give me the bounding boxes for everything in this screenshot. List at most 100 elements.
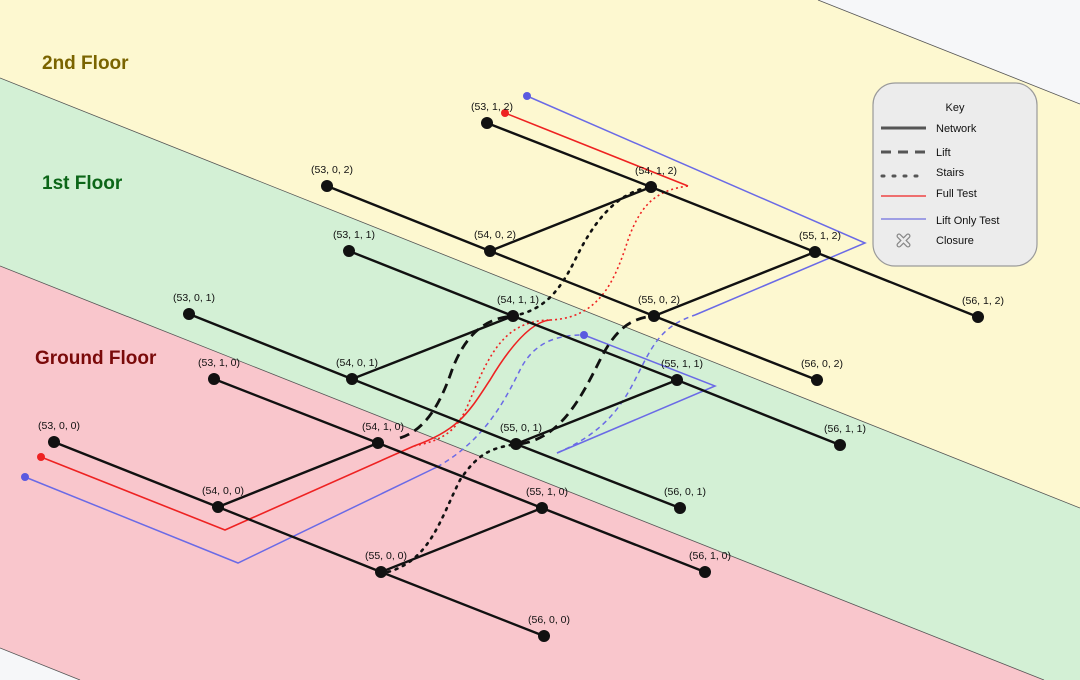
node-label: (54, 0, 1)	[336, 357, 378, 369]
floor-edge	[0, 647, 81, 680]
network-edge	[514, 442, 682, 510]
network-edge	[485, 121, 653, 189]
network-node	[811, 374, 823, 386]
lift-connection	[399, 314, 514, 440]
full-test-route	[40, 112, 689, 531]
network-node	[645, 181, 657, 193]
network-edge	[813, 250, 980, 319]
network-node	[343, 245, 355, 257]
network-edge	[187, 312, 354, 381]
lift-connections	[399, 314, 655, 446]
network-edge	[325, 184, 492, 253]
node-label: (56, 0, 0)	[528, 614, 570, 626]
key-title: Key	[946, 102, 965, 114]
network-node	[183, 308, 195, 320]
network-node	[699, 566, 711, 578]
node-label: (56, 1, 0)	[689, 550, 731, 562]
floor-label-ground: Ground Floor	[35, 348, 157, 369]
network-edge	[649, 185, 817, 254]
floor-label-1st: 1st Floor	[42, 173, 123, 194]
full-test-line	[413, 319, 551, 447]
full-test-start-marker	[37, 453, 45, 461]
network-node	[321, 180, 333, 192]
lift-only-test-line	[436, 334, 585, 468]
network-edge	[675, 378, 842, 447]
network-edge	[52, 440, 220, 509]
closure-x-icon-inner	[897, 234, 910, 247]
network-node	[375, 566, 387, 578]
node-label: (53, 1, 1)	[333, 229, 375, 241]
network-edge	[216, 441, 380, 509]
key-item-stairs: Stairs	[936, 167, 965, 179]
network-node	[671, 374, 683, 386]
network-node	[507, 310, 519, 322]
full-test-line	[40, 445, 415, 531]
key-item-lift: Lift	[936, 147, 951, 159]
network-edge	[511, 314, 679, 382]
network-edge	[652, 314, 819, 382]
full-test-line	[413, 319, 549, 447]
network-edge	[379, 570, 546, 638]
lift-only-test-line	[556, 334, 717, 454]
network-node	[212, 501, 224, 513]
floor-edge	[817, 0, 1080, 105]
full-test-end-marker	[501, 109, 509, 117]
node-label: (54, 1, 0)	[362, 421, 404, 433]
key-item-network: Network	[936, 123, 977, 135]
lift-only-test-line	[526, 95, 867, 316]
node-label: (55, 1, 2)	[799, 230, 841, 242]
floor-label-2nd: 2nd Floor	[42, 53, 129, 74]
node-label: (56, 0, 1)	[664, 486, 706, 498]
network-edge	[379, 506, 544, 574]
node-label: (56, 0, 2)	[801, 358, 843, 370]
network-node	[346, 373, 358, 385]
node-label: (55, 0, 1)	[500, 422, 542, 434]
node-label: (54, 1, 1)	[497, 294, 539, 306]
node-label: (53, 0, 2)	[311, 164, 353, 176]
key-item-full-test: Full Test	[936, 188, 977, 200]
key-item-closure: Closure	[936, 235, 974, 247]
node-label: (56, 1, 2)	[962, 295, 1004, 307]
node-label: (55, 0, 0)	[365, 550, 407, 562]
key-item-lift-only-test: Lift Only Test	[936, 215, 999, 227]
node-label: (54, 0, 2)	[474, 229, 516, 241]
network-node	[208, 373, 220, 385]
network-node	[809, 246, 821, 258]
node-label: (53, 1, 2)	[471, 101, 513, 113]
key-legend: Key Network Lift Stairs Full Test Lift O…	[872, 82, 1038, 267]
lift-only-test-line	[24, 466, 438, 564]
network-edges	[52, 121, 980, 638]
network-node	[674, 502, 686, 514]
network-edge	[376, 441, 544, 510]
lift-only-test-route	[24, 95, 867, 564]
lift-test-end-marker	[523, 92, 531, 100]
network-node	[648, 310, 660, 322]
node-label: (55, 0, 2)	[638, 294, 680, 306]
network-edge	[350, 377, 518, 446]
node-label: (53, 1, 0)	[198, 357, 240, 369]
node-label: (55, 1, 0)	[526, 486, 568, 498]
network-node	[834, 439, 846, 451]
network-edge	[350, 314, 515, 381]
network-node	[538, 630, 550, 642]
node-label: (55, 1, 1)	[661, 358, 703, 370]
node-label: (53, 0, 0)	[38, 420, 80, 432]
network-edge	[212, 377, 380, 445]
network-node	[484, 245, 496, 257]
network-node	[536, 502, 548, 514]
floor-edge	[0, 77, 1080, 509]
lift-connection	[519, 314, 655, 446]
lift-only-test-line	[556, 314, 696, 454]
network-edge	[540, 506, 707, 574]
lift-test-start-marker	[21, 473, 29, 481]
network-node	[510, 438, 522, 450]
network-edge	[216, 505, 383, 574]
floor-edge	[0, 265, 1045, 680]
network-edge	[347, 249, 515, 318]
network-node	[972, 311, 984, 323]
node-label: (54, 0, 0)	[202, 485, 244, 497]
floor-band-2nd	[0, 0, 1080, 508]
network-edge	[652, 250, 817, 318]
